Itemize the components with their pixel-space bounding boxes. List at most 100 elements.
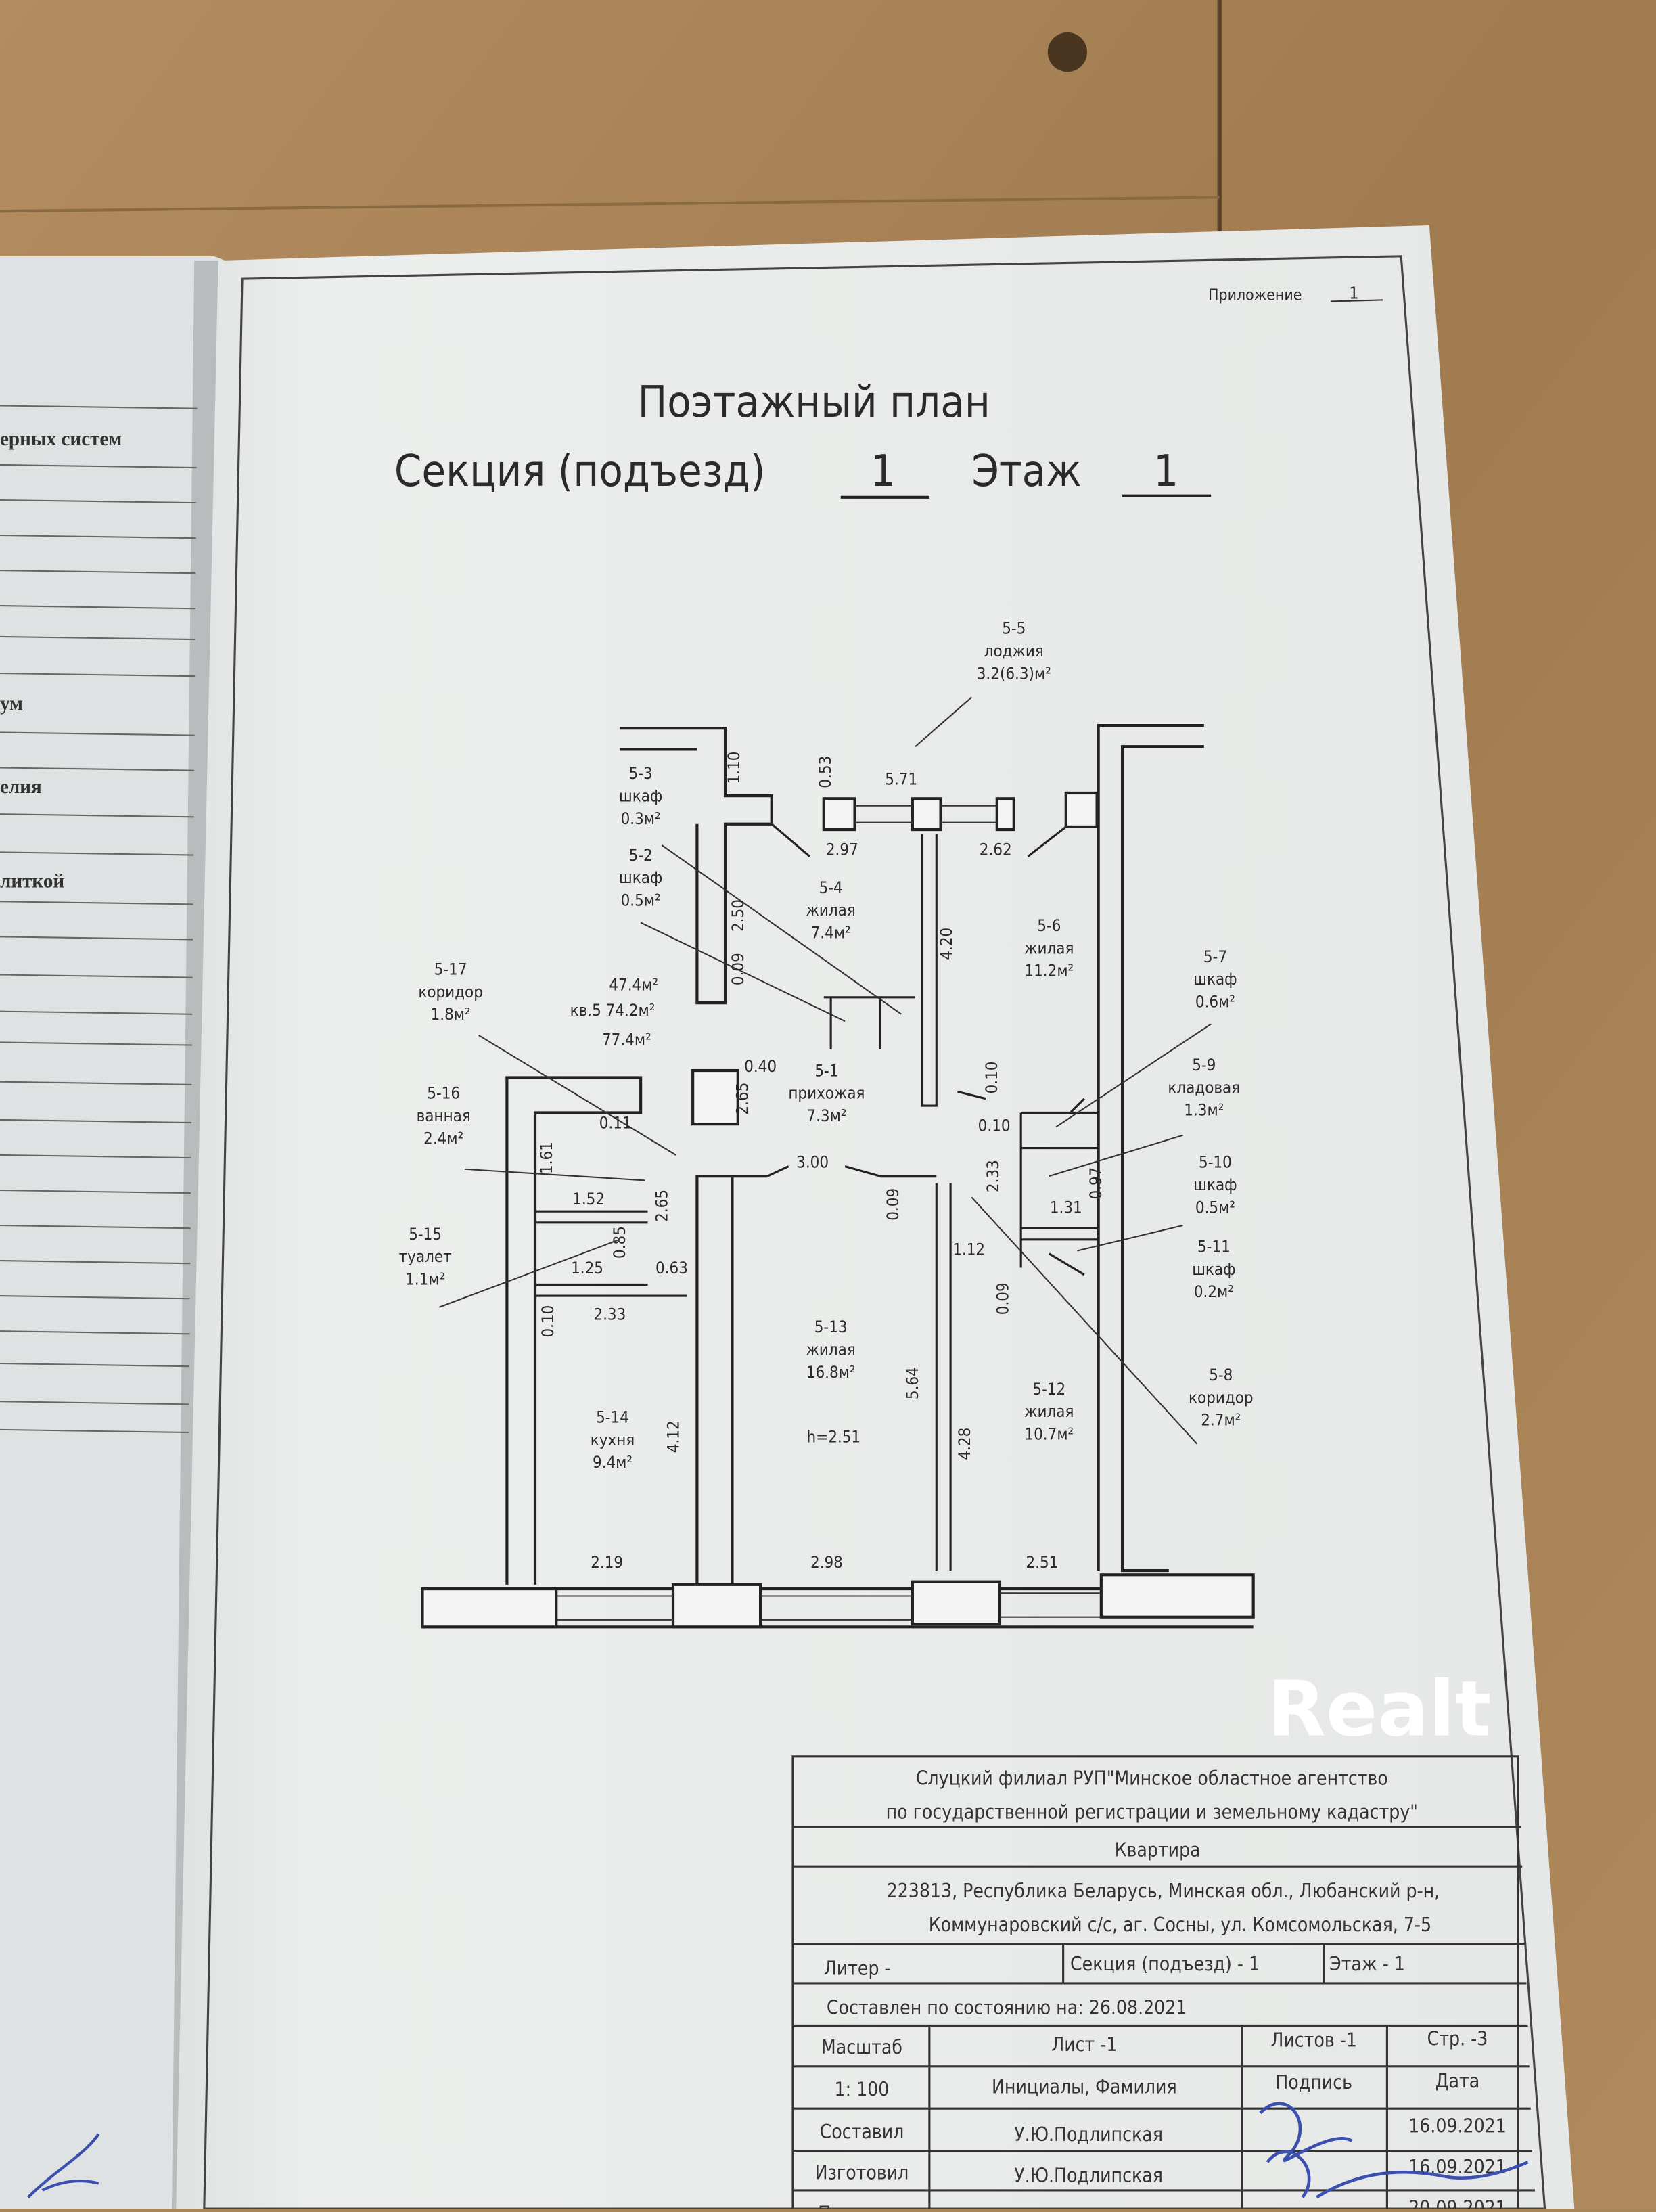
room-area: 7.3м²	[806, 1106, 846, 1125]
room-id: 5-16	[427, 1084, 460, 1103]
room-id: 5-13	[814, 1317, 848, 1336]
section-label: Секция (подъезд)	[394, 446, 766, 497]
ruled-line	[0, 1362, 190, 1368]
left-page-ruled-lines	[0, 405, 198, 1434]
dimension-label: 1.25	[571, 1259, 603, 1278]
dimension-label: 0.10	[978, 1116, 1011, 1135]
dimension-label: 1.12	[952, 1240, 985, 1259]
dimension-label: 5.64	[903, 1367, 922, 1399]
left-page	[0, 256, 226, 2209]
ruled-line	[0, 1041, 192, 1046]
signature-header: Подпись	[1275, 2071, 1352, 2094]
person-name: У.Ю.Подлипская	[1014, 2123, 1163, 2146]
room-area: 0.2м²	[1194, 1282, 1234, 1301]
scale-value: 1: 100	[835, 2078, 890, 2100]
date-value: 20.09.2021	[1408, 2196, 1506, 2209]
room-name: жилая	[1024, 939, 1074, 957]
ruled-line	[0, 1154, 191, 1159]
ruled-line	[0, 570, 196, 574]
dimension-label: 4.28	[955, 1428, 974, 1460]
page-title: Поэтажный план	[638, 377, 990, 428]
ruled-line	[0, 1119, 192, 1124]
ruled-line	[0, 405, 198, 409]
dimension-label: 0.10	[538, 1305, 557, 1338]
object-type: Квартира	[1115, 1839, 1201, 1861]
dimension-label: 3.00	[796, 1153, 829, 1172]
room-id: 5-17	[434, 960, 467, 978]
room-area: 10.7м²	[1024, 1424, 1074, 1443]
dimension-label: 0.40	[744, 1057, 777, 1076]
ruled-line	[0, 1330, 190, 1335]
room-name: коридор	[418, 983, 483, 1001]
role-label: Проверил	[818, 2203, 906, 2209]
room-area: 0.3м²	[621, 809, 661, 828]
dimension-label: 4.12	[664, 1420, 683, 1453]
date-value: 16.09.2021	[1408, 2115, 1506, 2138]
sheet-number: Лист -1	[1051, 2033, 1117, 2056]
dimension-label: 0.63	[656, 1259, 688, 1278]
room-area: 2.7м²	[1201, 1411, 1241, 1430]
dimension-label: 0.09	[993, 1282, 1012, 1315]
living-area: 47.4м²	[609, 975, 658, 994]
ruled-line	[0, 731, 195, 736]
dimension-label: 1.10	[724, 752, 743, 784]
left-page-text: литкой	[0, 870, 64, 892]
compiled-as-of: Составлен по состоянию на: 26.08.2021	[827, 1997, 1187, 2019]
room-id: 5-8	[1209, 1365, 1233, 1384]
section-info: Секция (подъезд) - 1	[1070, 1953, 1260, 1975]
room-area: 7.4м²	[811, 923, 851, 942]
organization-line-1: Слуцкий филиал РУП"Минское областное аге…	[916, 1767, 1388, 1789]
dimension-label: 0.85	[610, 1226, 629, 1259]
room-id: 5-3	[629, 764, 653, 783]
room-id: 5-9	[1192, 1056, 1216, 1075]
dimension-label: 1.52	[572, 1190, 605, 1209]
ruled-line	[0, 1081, 192, 1085]
floor-plan-walls	[422, 723, 1254, 1629]
date-header: Дата	[1435, 2070, 1479, 2092]
appendix-number: 1	[1349, 283, 1358, 302]
dimension-label: 2.50	[729, 899, 748, 932]
dimension-label: 2.51	[1026, 1553, 1058, 1572]
room-name: кухня	[591, 1430, 635, 1449]
dimension-label: 0.11	[599, 1113, 632, 1132]
ruled-line	[0, 1401, 189, 1405]
liter: Литер -	[824, 1957, 891, 1979]
room-name: туалет	[399, 1247, 452, 1266]
room-id: 5-5	[1002, 619, 1026, 638]
ruled-line	[0, 851, 194, 856]
dimension-label: 0.10	[982, 1061, 1001, 1093]
ruled-line	[0, 534, 196, 539]
sheet-count: Листов -1	[1270, 2029, 1357, 2052]
ruled-line	[0, 1260, 191, 1265]
signature-mark	[27, 2133, 100, 2198]
table-plank-gap	[0, 196, 1220, 213]
apartment-total-area: кв.5 74.2м²	[570, 1001, 656, 1020]
room-area: 3.2(6.3)м²	[977, 664, 1051, 683]
left-page-text: ерных систем	[0, 428, 122, 450]
ruled-line	[0, 901, 193, 905]
ruled-line	[0, 1010, 193, 1015]
room-area: 1.1м²	[405, 1269, 445, 1288]
room-id: 5-10	[1199, 1153, 1232, 1172]
room-name: кладовая	[1168, 1078, 1240, 1097]
floor-label: Этаж	[971, 446, 1081, 497]
room-area: 0.6м²	[1195, 992, 1235, 1011]
floor-info: Этаж - 1	[1329, 1953, 1405, 1975]
room-area: 0.5м²	[621, 890, 661, 909]
total-area-with-loggia: 77.4м²	[602, 1031, 651, 1049]
ruled-line	[0, 464, 197, 469]
left-page-text: елия	[0, 776, 42, 798]
room-id: 5-11	[1197, 1238, 1230, 1257]
ruled-line	[0, 635, 196, 641]
room-area: 2.4м²	[423, 1129, 463, 1148]
dimension-label: 4.20	[937, 928, 956, 960]
